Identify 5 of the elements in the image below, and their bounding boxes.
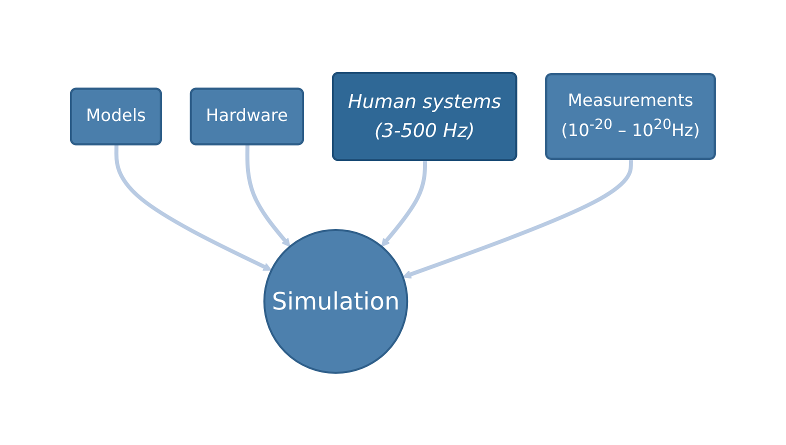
arrow [114, 144, 272, 270]
arrow [245, 144, 290, 247]
arrow [402, 158, 634, 278]
arrow [381, 160, 428, 247]
node-circle: Simulation [263, 228, 408, 374]
